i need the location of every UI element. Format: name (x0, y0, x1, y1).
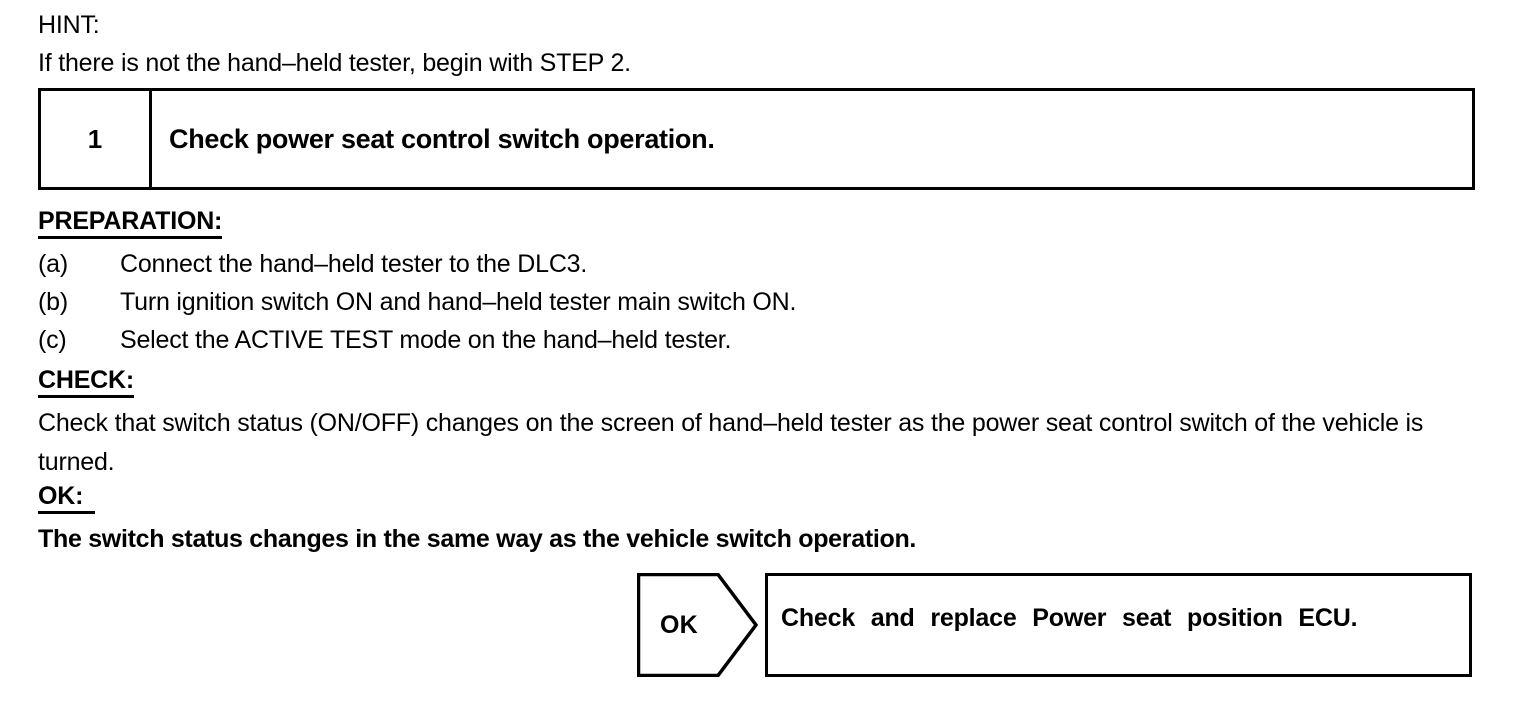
list-item: (c) Select the ACTIVE TEST mode on the h… (38, 321, 1488, 359)
list-item-marker: (b) (38, 288, 68, 316)
list-item-marker: (c) (38, 326, 67, 354)
preparation-section: PREPARATION: (a) Connect the hand–held t… (38, 206, 1488, 359)
list-item-text: Turn ignition switch ON and hand–held te… (120, 288, 797, 316)
ok-text: The switch status changes in the same wa… (38, 525, 917, 553)
step-number-cell: 1 (41, 91, 152, 187)
check-section: CHECK: Check that switch status (ON/OFF)… (38, 365, 1488, 482)
hint-block: HINT: If there is not the hand–held test… (38, 6, 1478, 82)
arrow-right-pentagon-icon (637, 573, 758, 677)
preparation-list: (a) Connect the hand–held tester to the … (38, 245, 1488, 359)
list-item-marker: (a) (38, 250, 68, 278)
ok-arrow-label: OK (659, 610, 699, 639)
ok-arrow-shape: OK (637, 573, 758, 677)
list-item-text: Select the ACTIVE TEST mode on the hand–… (120, 326, 732, 354)
result-action-box: Check and replace Power seat position EC… (765, 573, 1472, 677)
preparation-heading: PREPARATION: (38, 207, 223, 239)
hint-text: If there is not the hand–held tester, be… (38, 49, 631, 77)
step-title-cell: Check power seat control switch operatio… (152, 91, 1472, 187)
step-number: 1 (87, 123, 103, 154)
step-title: Check power seat control switch operatio… (169, 123, 715, 154)
check-heading: CHECK: (38, 366, 135, 398)
list-item: (b) Turn ignition switch ON and hand–hel… (38, 283, 1488, 321)
list-item-text: Connect the hand–held tester to the DLC3… (120, 250, 588, 278)
list-item: (a) Connect the hand–held tester to the … (38, 245, 1488, 283)
step-box: 1 Check power seat control switch operat… (38, 88, 1475, 190)
check-text: Check that switch status (ON/OFF) change… (38, 409, 1424, 476)
result-action-text: Check and replace Power seat position EC… (781, 603, 1358, 632)
ok-section: OK: The switch status changes in the sam… (38, 481, 1488, 558)
ok-heading: OK: (38, 482, 96, 514)
hint-label: HINT: (38, 11, 100, 39)
